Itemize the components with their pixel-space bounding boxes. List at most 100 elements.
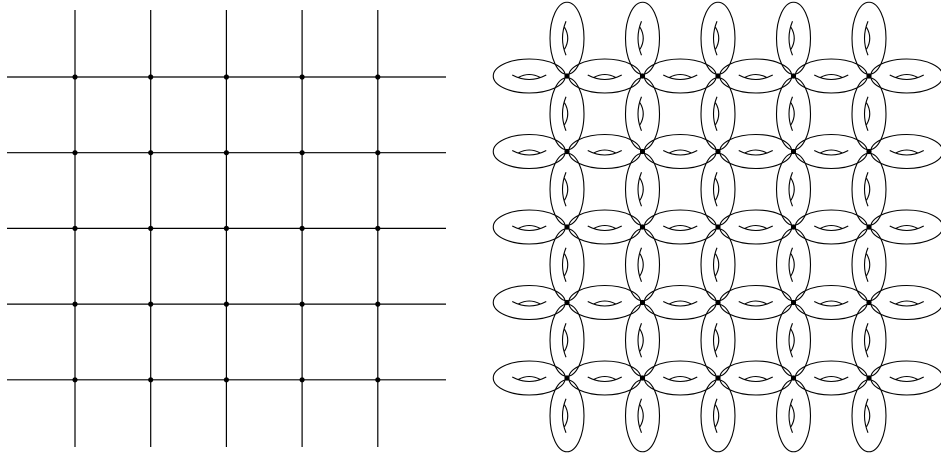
horizontal-torus-r5-3 [644, 361, 716, 395]
horizontal-torus-outline [720, 59, 792, 93]
torus-handle-upper-curve [820, 301, 842, 304]
torus-handle-left-curve [563, 323, 567, 357]
grid-vertex-dot-r2c2 [148, 150, 153, 155]
torus-handle-lower-curve [588, 302, 622, 307]
grid-vertex-dot-r2c4 [300, 150, 305, 155]
tiling-vertex-dot-r2c3 [715, 149, 720, 154]
vertical-torus-outline [777, 153, 811, 225]
horizontal-torus-r5-1 [493, 361, 565, 395]
torus-handle-lower-curve [890, 377, 924, 382]
tiling-vertex-dot-r4c3 [715, 300, 720, 305]
tiling-vertex-dot-r3c5 [866, 224, 871, 229]
vertical-torus-outline [777, 229, 811, 301]
torus-handle-upper-curve [594, 226, 616, 229]
torus-handle-right-curve [565, 27, 568, 49]
horizontal-torus-r2-2 [569, 135, 641, 169]
vertical-torus-outline [852, 380, 886, 452]
torus-handle-right-curve [640, 27, 643, 49]
horizontal-torus-r5-5 [795, 361, 867, 395]
tiling-vertex-dot-r5c5 [866, 375, 871, 380]
torus-handle-left-curve [563, 399, 567, 433]
vertical-torus-outline [777, 2, 811, 74]
torus-handle-lower-curve [890, 302, 924, 307]
torus-handle-lower-curve [588, 377, 622, 382]
grid-vertex-dot-r4c1 [72, 302, 77, 307]
torus-handle-upper-curve [594, 75, 616, 78]
torus-handle-right-curve [791, 27, 794, 49]
torus-handle-lower-curve [588, 75, 622, 80]
grid-vertex-dot-r1c5 [375, 74, 380, 79]
vertical-torus-c4-4 [777, 229, 811, 301]
torus-handle-upper-curve [896, 226, 918, 229]
horizontal-torus-outline [720, 135, 792, 169]
torus-handle-upper-curve [669, 226, 691, 229]
torus-handle-lower-curve [814, 151, 848, 156]
horizontal-torus-outline [644, 210, 716, 244]
vertical-torus-c4-5 [777, 304, 811, 376]
torus-handle-left-curve [563, 97, 567, 131]
torus-handle-left-curve [563, 248, 567, 282]
torus-handle-upper-curve [669, 377, 691, 380]
vertical-torus-c3-4 [701, 229, 735, 301]
torus-handle-left-curve [714, 21, 718, 55]
torus-handle-upper-curve [896, 301, 918, 304]
torus-handle-lower-curve [512, 226, 546, 231]
torus-handle-lower-curve [512, 151, 546, 156]
horizontal-torus-outline [720, 210, 792, 244]
vertical-torus-outline [626, 78, 660, 150]
horizontal-torus-r4-4 [720, 286, 792, 320]
torus-handle-upper-curve [896, 377, 918, 380]
vertical-torus-c1-3 [550, 153, 584, 225]
torus-handle-left-curve [563, 172, 567, 206]
torus-handle-lower-curve [663, 151, 697, 156]
vertical-torus-outline [852, 2, 886, 74]
torus-handle-lower-curve [814, 226, 848, 231]
grid-vertex-dot-r1c2 [148, 74, 153, 79]
torus-handle-right-curve [565, 178, 568, 200]
torus-handle-lower-curve [739, 302, 773, 307]
vertical-torus-c5-5 [852, 304, 886, 376]
horizontal-torus-outline [720, 286, 792, 320]
vertical-torus-outline [550, 78, 584, 150]
vertical-torus-outline [701, 380, 735, 452]
torus-handle-right-curve [867, 178, 870, 200]
torus-handle-lower-curve [512, 377, 546, 382]
vertical-torus-c4-1 [777, 2, 811, 74]
grid-vertex-dot-r3c2 [148, 226, 153, 231]
vertical-torus-c1-2 [550, 78, 584, 150]
grid-vertex-dot-r5c4 [300, 377, 305, 382]
torus-handle-left-curve [865, 21, 869, 55]
tiling-vertex-dot-r5c2 [640, 375, 645, 380]
vertical-torus-c5-6 [852, 380, 886, 452]
horizontal-torus-r2-1 [493, 135, 565, 169]
torus-handle-upper-curve [518, 301, 540, 304]
tiling-vertex-dot-r1c1 [564, 73, 569, 78]
torus-handle-upper-curve [594, 301, 616, 304]
horizontal-torus-outline [795, 210, 867, 244]
vertical-torus-outline [550, 229, 584, 301]
vertical-torus-outline [626, 229, 660, 301]
torus-handle-upper-curve [594, 377, 616, 380]
torus-handle-upper-curve [669, 75, 691, 78]
torus-handle-right-curve [716, 254, 719, 276]
vertical-torus-c5-1 [852, 2, 886, 74]
torus-handle-lower-curve [739, 377, 773, 382]
vertical-torus-c5-2 [852, 78, 886, 150]
horizontal-torus-outline [493, 361, 565, 395]
torus-handle-left-curve [714, 323, 718, 357]
grid-vertex-dot-r1c1 [72, 74, 77, 79]
torus-handle-right-curve [565, 329, 568, 351]
torus-handle-right-curve [716, 178, 719, 200]
torus-handle-left-curve [789, 21, 793, 55]
torus-handle-right-curve [791, 329, 794, 351]
torus-handle-lower-curve [814, 302, 848, 307]
torus-handle-upper-curve [669, 301, 691, 304]
tiling-vertex-dot-r3c3 [715, 224, 720, 229]
torus-handle-left-curve [865, 399, 869, 433]
horizontal-torus-outline [569, 286, 641, 320]
torus-handle-lower-curve [588, 226, 622, 231]
torus-handle-upper-curve [594, 150, 616, 153]
horizontal-torus-r5-2 [569, 361, 641, 395]
torus-handle-right-curve [640, 329, 643, 351]
torus-handle-left-curve [638, 97, 642, 131]
